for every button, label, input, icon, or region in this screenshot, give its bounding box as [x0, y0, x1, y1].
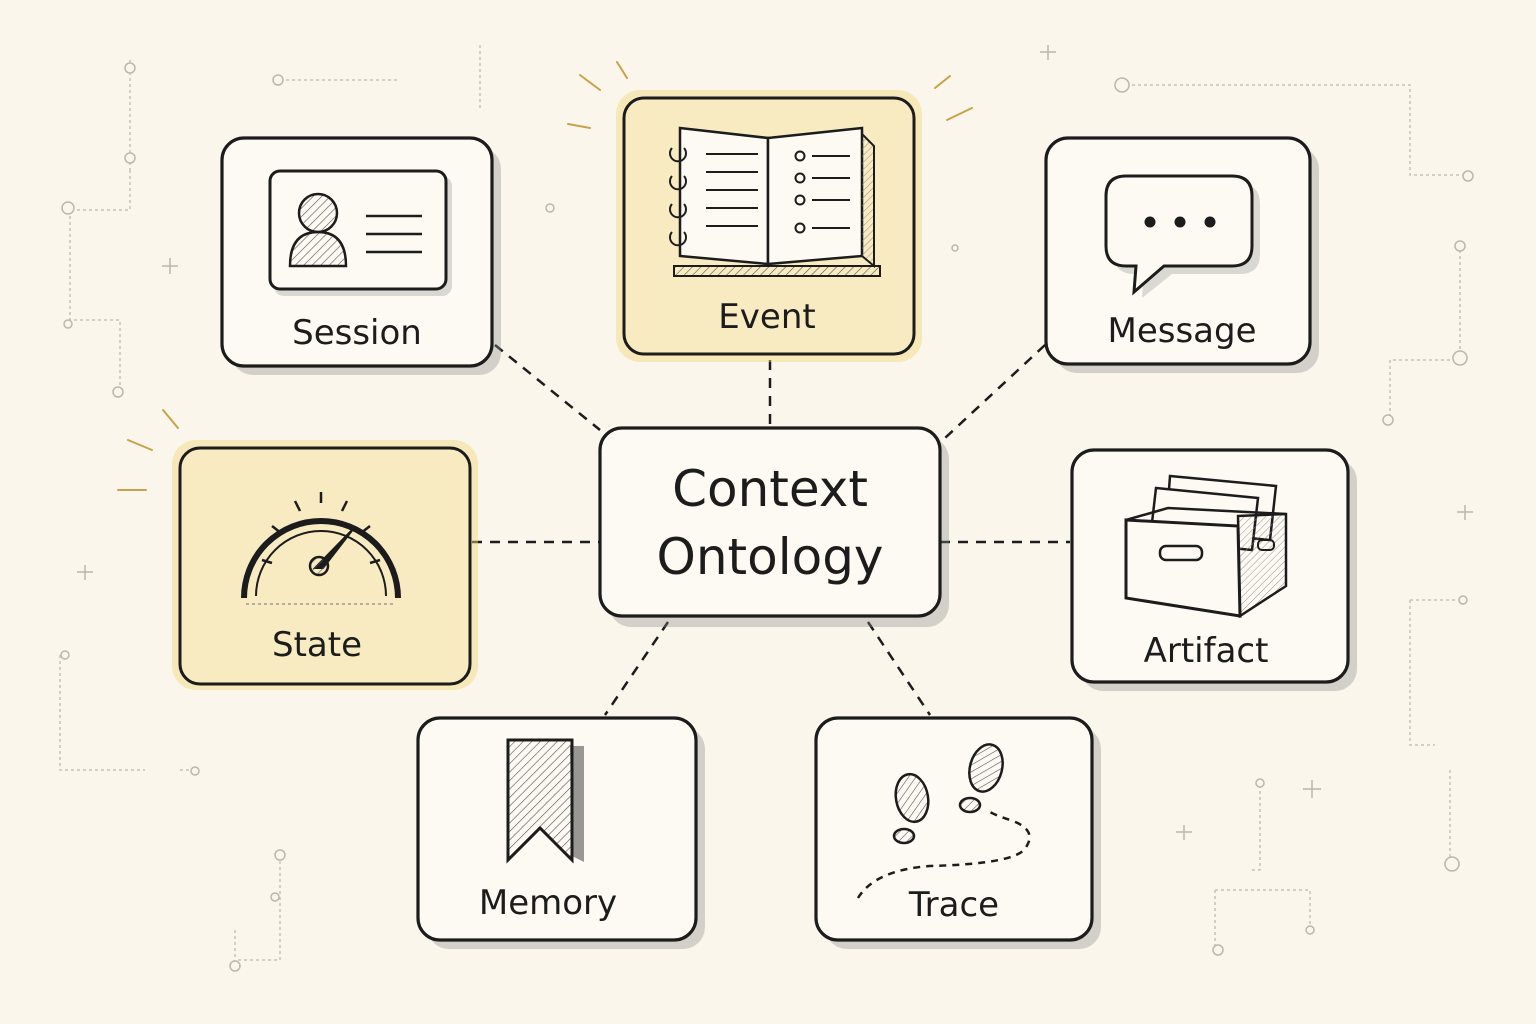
center-title-line1: Context: [672, 460, 868, 518]
node-label-memory: Memory: [479, 883, 617, 923]
plus-marks: [77, 45, 1473, 840]
connector-session: [494, 344, 601, 431]
circuit-dots: [60, 62, 1474, 972]
chat-bubble-icon: [1104, 174, 1260, 298]
node-state[interactable]: State: [172, 440, 478, 690]
center-title-line2: Ontology: [656, 528, 883, 586]
connector-memory: [603, 621, 670, 716]
connector-message: [944, 344, 1046, 439]
node-label-artifact: Artifact: [1144, 631, 1269, 671]
node-session[interactable]: Session: [220, 136, 501, 375]
connector-trace: [866, 621, 932, 716]
gauge-icon: [241, 492, 401, 605]
file-box-icon: [1124, 474, 1288, 619]
node-artifact[interactable]: Artifact: [1070, 448, 1357, 691]
open-book-icon: [669, 126, 881, 277]
node-label-message: Message: [1107, 311, 1256, 351]
connectors: [472, 344, 1070, 716]
footprints-icon: [856, 743, 1031, 899]
node-label-event: Event: [718, 297, 815, 337]
bookmark-icon: [506, 738, 584, 864]
node-trace[interactable]: Trace: [814, 716, 1101, 949]
node-event[interactable]: Event: [616, 90, 922, 362]
node-memory[interactable]: Memory: [416, 716, 705, 949]
highlight-rays: [117, 61, 973, 491]
id-card-icon: [268, 169, 452, 296]
node-label-state: State: [272, 625, 362, 665]
node-label-session: Session: [292, 313, 422, 353]
center-node[interactable]: Context Ontology: [598, 426, 949, 627]
node-label-trace: Trace: [908, 885, 999, 925]
node-message[interactable]: Message: [1044, 136, 1319, 373]
